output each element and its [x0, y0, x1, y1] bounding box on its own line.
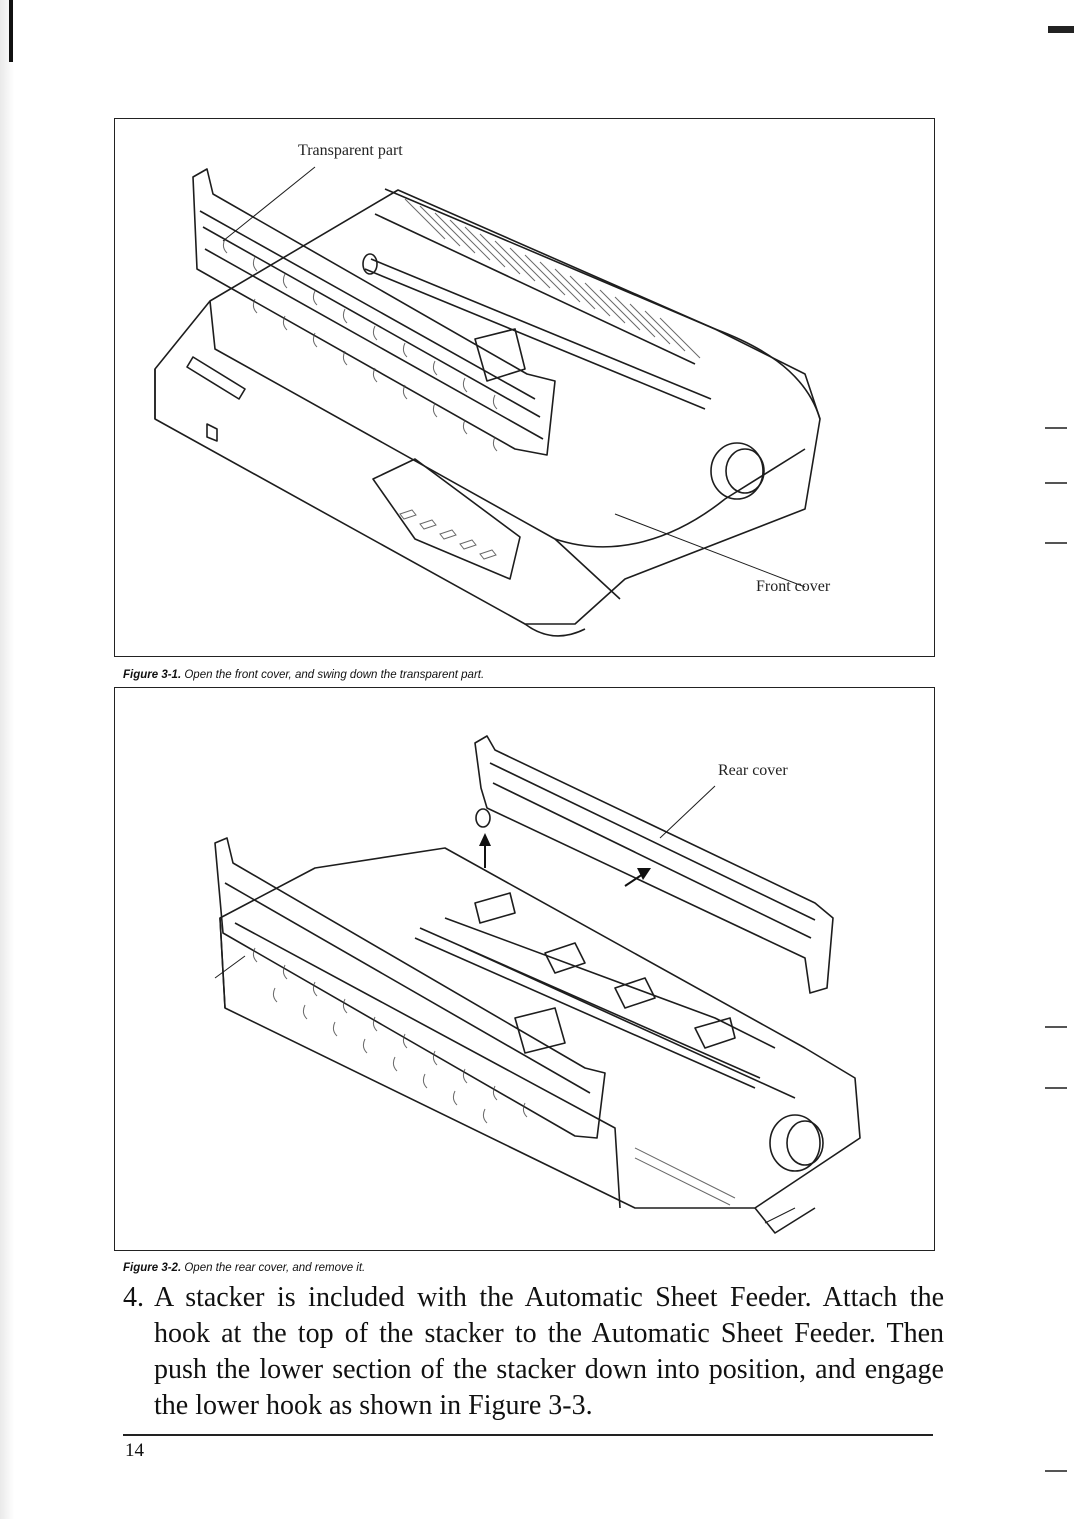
label-transparent-part: Transparent part — [298, 142, 403, 159]
label-front-cover: Front cover — [756, 578, 831, 595]
page-binding-edge — [0, 0, 14, 1519]
step-4: 4. A stacker is included with the Automa… — [123, 1280, 944, 1428]
corner-mark — [1048, 26, 1074, 33]
figure-2-caption: Figure 3-2. Open the rear cover, and rem… — [123, 1262, 365, 1274]
printer-front-cover-illustration — [154, 166, 821, 637]
figure-1-caption: Figure 3-1. Open the front cover, and sw… — [123, 669, 484, 681]
page-number: 14 — [125, 1440, 144, 1461]
binding-mark — [9, 0, 13, 62]
figure-2-caption-text: Open the rear cover, and remove it. — [181, 1262, 366, 1274]
figure-1-caption-text: Open the front cover, and swing down the… — [181, 669, 485, 681]
footer-rule — [123, 1434, 933, 1436]
step-text: A stacker is included with the Automatic… — [154, 1282, 944, 1421]
figure-1-frame: Transparent part Front cover — [114, 118, 935, 657]
figure-2-frame: Rear cover — [114, 687, 935, 1251]
label-rear-cover: Rear cover — [718, 762, 788, 779]
printer-rear-cover-illustration — [214, 735, 861, 1234]
figure-1-caption-prefix: Figure 3-1. — [123, 669, 182, 681]
step-number: 4. — [123, 1282, 144, 1313]
figure-2-caption-prefix: Figure 3-2. — [123, 1262, 182, 1274]
